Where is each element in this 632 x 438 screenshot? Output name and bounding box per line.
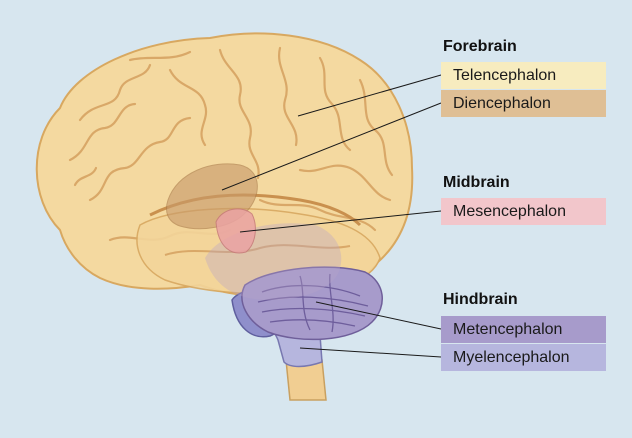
cerebellum-folia	[257, 273, 369, 333]
leader-telencephalon	[297, 74, 442, 117]
leader-myelencephalon	[299, 347, 442, 358]
hindbrain-title: Hindbrain	[443, 291, 518, 308]
leader-mesencephalon	[239, 210, 442, 233]
mesencephalon-region	[215, 208, 256, 254]
midbrain-title: Midbrain	[443, 174, 510, 191]
mesencephalon-label: Mesencephalon	[441, 198, 606, 225]
metencephalon-label: Metencephalon	[441, 316, 606, 343]
leader-diencephalon	[221, 102, 442, 191]
forebrain-title: Forebrain	[443, 38, 517, 55]
leader-lines	[221, 74, 442, 358]
diencephalon-label: Diencephalon	[441, 90, 606, 117]
telencephalon-label: Telencephalon	[441, 62, 606, 89]
myelencephalon-label: Myelencephalon	[441, 344, 606, 371]
leader-metencephalon	[315, 301, 442, 330]
